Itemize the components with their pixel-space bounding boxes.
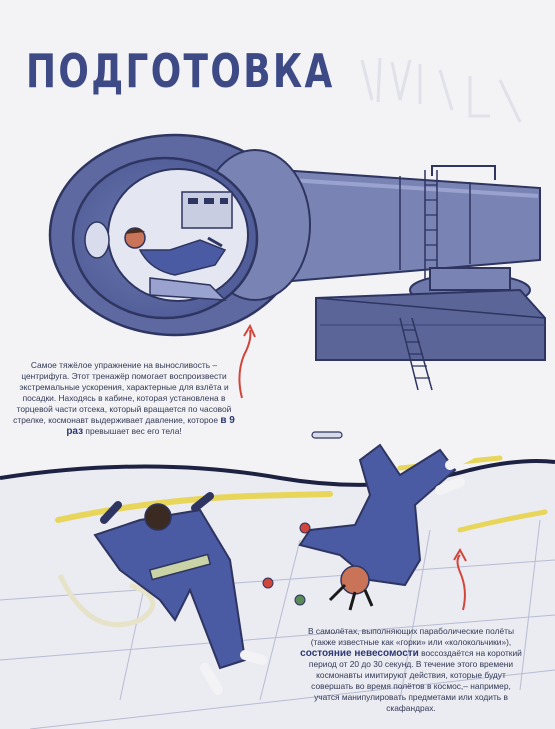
centrifuge-caption: Самое тяжёлое упражнение на выносливость… (8, 360, 240, 437)
handrail (457, 509, 548, 533)
floor-panels (0, 519, 555, 729)
astronaut-floating-icon (298, 443, 475, 611)
page-title: ПОДГОТОВКА (26, 44, 335, 98)
floating-ball (262, 577, 274, 589)
zero-g-caption: В самолётах, выполняющих параболические … (300, 626, 522, 714)
red-arrow-icon (238, 329, 252, 399)
astronaut-in-capsule-icon (124, 227, 227, 301)
floating-ball (294, 594, 306, 606)
floating-pencil (311, 431, 343, 439)
centrifuge-caption-highlight: в 9 раз (66, 415, 235, 438)
astronaut-on-handrail-icon (57, 492, 267, 695)
red-arrow-head-icon (243, 323, 256, 338)
zero-g-caption-text: В самолётах, выполняющих параболические … (308, 626, 514, 648)
zero-g-caption-highlight: состояние невесомости (300, 648, 419, 660)
zero-g-caption-end: воссоздаётся на короткий период от 20 до… (308, 648, 522, 714)
handrail (55, 491, 333, 523)
floating-ball (299, 522, 311, 534)
red-arrow-head-icon (453, 547, 467, 562)
centrifuge-caption-text: Самое тяжёлое упражнение на выносливость… (13, 360, 232, 426)
background-lettering (360, 57, 522, 123)
centrifuge-caption-end: превышает вес его тела! (83, 426, 182, 437)
red-arrow-icon (456, 554, 466, 611)
section-divider (0, 459, 555, 487)
centrifuge-icon (48, 133, 546, 391)
